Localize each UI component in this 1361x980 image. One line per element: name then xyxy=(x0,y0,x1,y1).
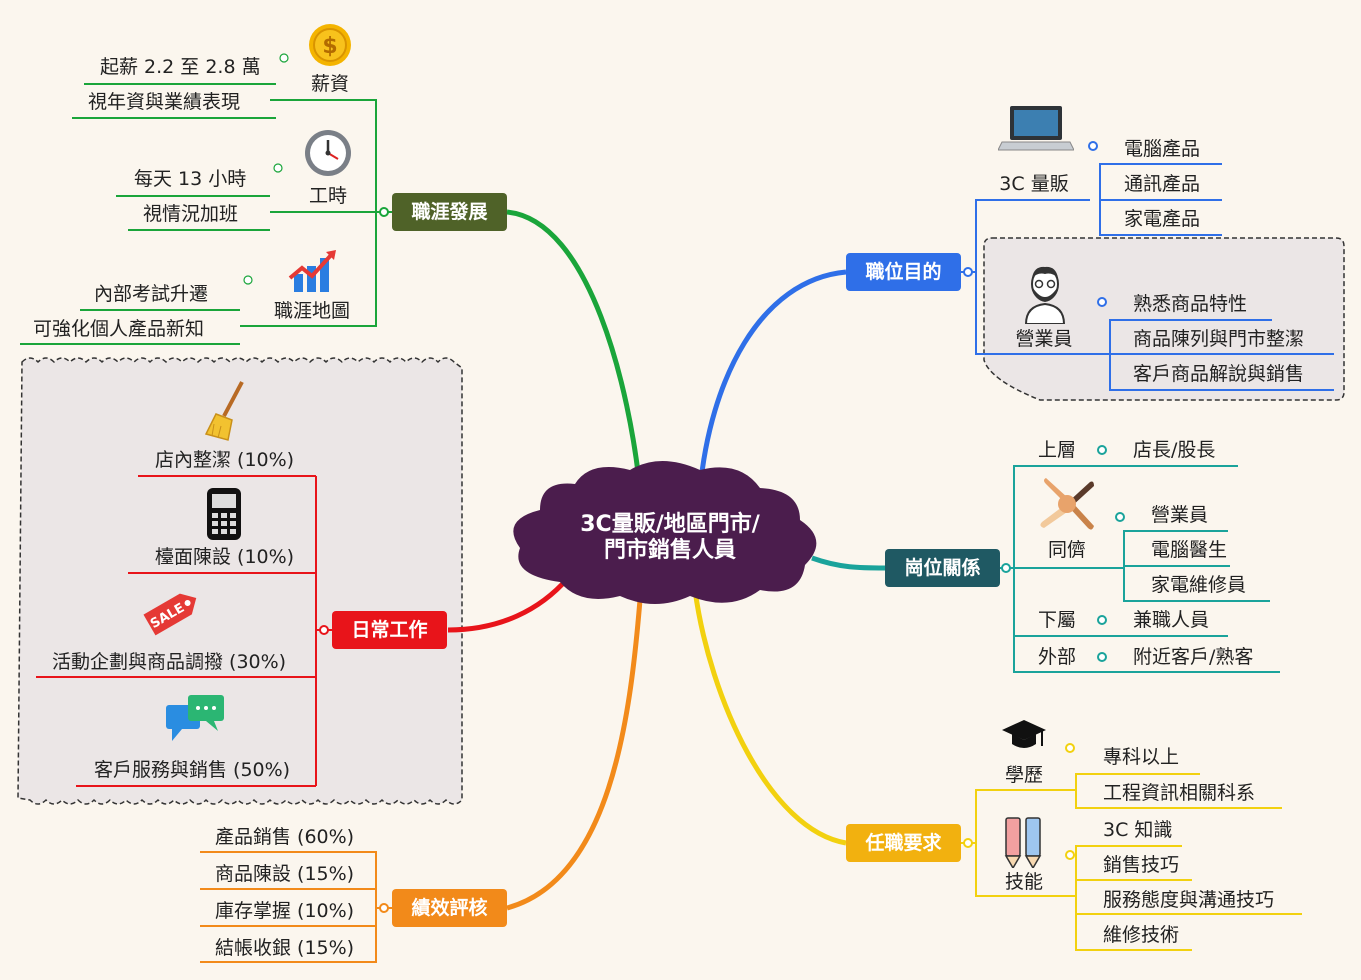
central-title-line1: 3C量販/地區門市/ xyxy=(580,512,760,537)
topic-daily-work[interactable]: 日常工作 xyxy=(332,611,447,649)
skill-item-2[interactable]: 銷售技巧 xyxy=(1103,854,1180,876)
sales3c-label[interactable]: 3C 量販 xyxy=(999,173,1069,195)
skill-item-3[interactable]: 服務態度與溝通技巧 xyxy=(1103,889,1275,911)
daily-item-promo[interactable]: 活動企劃與商品調撥 (30%) xyxy=(52,651,287,673)
broom-icon xyxy=(204,381,244,441)
salary-label[interactable]: 薪資 xyxy=(310,73,349,95)
relation-peer-item-2[interactable]: 電腦醫生 xyxy=(1151,539,1228,561)
topic-relation[interactable]: 崗位關係 xyxy=(885,549,1000,587)
relation-upper-value[interactable]: 店長/股長 xyxy=(1133,439,1216,461)
chart-trend-icon xyxy=(288,250,336,292)
central-topic[interactable]: 3C量販/地區門市/ 門市銷售人員 xyxy=(540,512,800,564)
relation-outer-label[interactable]: 外部 xyxy=(1038,646,1077,668)
daily-boundary xyxy=(17,357,463,805)
topic-purpose[interactable]: 職位目的 xyxy=(846,253,961,291)
clerk-item-3[interactable]: 客戶商品解說與銷售 xyxy=(1133,363,1305,385)
chat-bubbles-icon xyxy=(166,695,224,741)
perf-item-4[interactable]: 結帳收銀 (15%) xyxy=(215,937,355,959)
relation-lower-value[interactable]: 兼職人員 xyxy=(1133,609,1210,631)
daily-item-clean[interactable]: 店內整潔 (10%) xyxy=(155,449,295,471)
relation-peer-label[interactable]: 同儕 xyxy=(1048,539,1087,561)
daily-item-service[interactable]: 客戶服務與銷售 (50%) xyxy=(94,759,291,781)
career-map-item-1[interactable]: 內部考試升遷 xyxy=(94,283,209,305)
hands-icon xyxy=(1040,478,1094,530)
sales3c-item-2[interactable]: 通訊產品 xyxy=(1124,173,1201,195)
edu-item-2[interactable]: 工程資訊相關科系 xyxy=(1103,782,1256,804)
clock-icon xyxy=(305,130,351,176)
central-title-line2: 門市銷售人員 xyxy=(603,538,736,563)
dollar-coin-icon: $ xyxy=(309,24,351,66)
hours-item-2[interactable]: 視情況加班 xyxy=(143,203,239,225)
perf-item-2[interactable]: 商品陳設 (15%) xyxy=(215,863,355,885)
svg-text:$: $ xyxy=(322,34,337,59)
clerk-label[interactable]: 營業員 xyxy=(1015,328,1073,350)
relation-upper-label[interactable]: 上層 xyxy=(1038,439,1077,461)
career-map-item-2[interactable]: 可強化個人產品新知 xyxy=(33,318,205,340)
edu-label[interactable]: 學歷 xyxy=(1004,764,1043,786)
relation-lower-label[interactable]: 下屬 xyxy=(1038,609,1077,631)
skill-label[interactable]: 技能 xyxy=(1004,871,1043,893)
relation-peer-item-1[interactable]: 營業員 xyxy=(1151,504,1209,526)
relation-peer-item-3[interactable]: 家電維修員 xyxy=(1151,574,1247,596)
perf-item-3[interactable]: 庫存掌握 (10%) xyxy=(215,900,355,922)
skill-item-1[interactable]: 3C 知識 xyxy=(1103,819,1173,841)
sales3c-item-1[interactable]: 電腦產品 xyxy=(1124,138,1201,160)
pencils-icon xyxy=(1004,817,1042,868)
hours-label[interactable]: 工時 xyxy=(308,185,347,207)
clerk-item-1[interactable]: 熟悉商品特性 xyxy=(1133,293,1248,315)
career-map-label[interactable]: 職涯地圖 xyxy=(273,300,350,322)
skill-item-4[interactable]: 維修技術 xyxy=(1103,924,1180,946)
daily-item-counter[interactable]: 檯面陳設 (10%) xyxy=(155,546,295,568)
relation-outer-value[interactable]: 附近客戶/熟客 xyxy=(1133,646,1254,668)
topic-career[interactable]: 職涯發展 xyxy=(392,193,507,231)
sales3c-item-3[interactable]: 家電產品 xyxy=(1124,208,1201,230)
edu-item-1[interactable]: 專科以上 xyxy=(1103,746,1180,768)
salary-item-2[interactable]: 視年資與業績表現 xyxy=(88,91,241,113)
salary-item-1[interactable]: 起薪 2.2 至 2.8 萬 xyxy=(100,56,261,78)
clerk-item-2[interactable]: 商品陳列與門市整潔 xyxy=(1133,328,1305,350)
topic-performance[interactable]: 績效評核 xyxy=(392,889,507,927)
graduation-cap-icon xyxy=(1002,720,1046,748)
laptop-icon xyxy=(998,106,1074,151)
central-cloud xyxy=(513,461,817,604)
sale-tag-icon: SALE xyxy=(143,593,197,636)
perf-item-1[interactable]: 產品銷售 (60%) xyxy=(215,826,355,848)
topic-requirements[interactable]: 任職要求 xyxy=(846,824,961,862)
person-icon xyxy=(1024,266,1066,324)
hours-item-1[interactable]: 每天 13 小時 xyxy=(134,168,247,190)
phone-icon xyxy=(207,488,241,540)
